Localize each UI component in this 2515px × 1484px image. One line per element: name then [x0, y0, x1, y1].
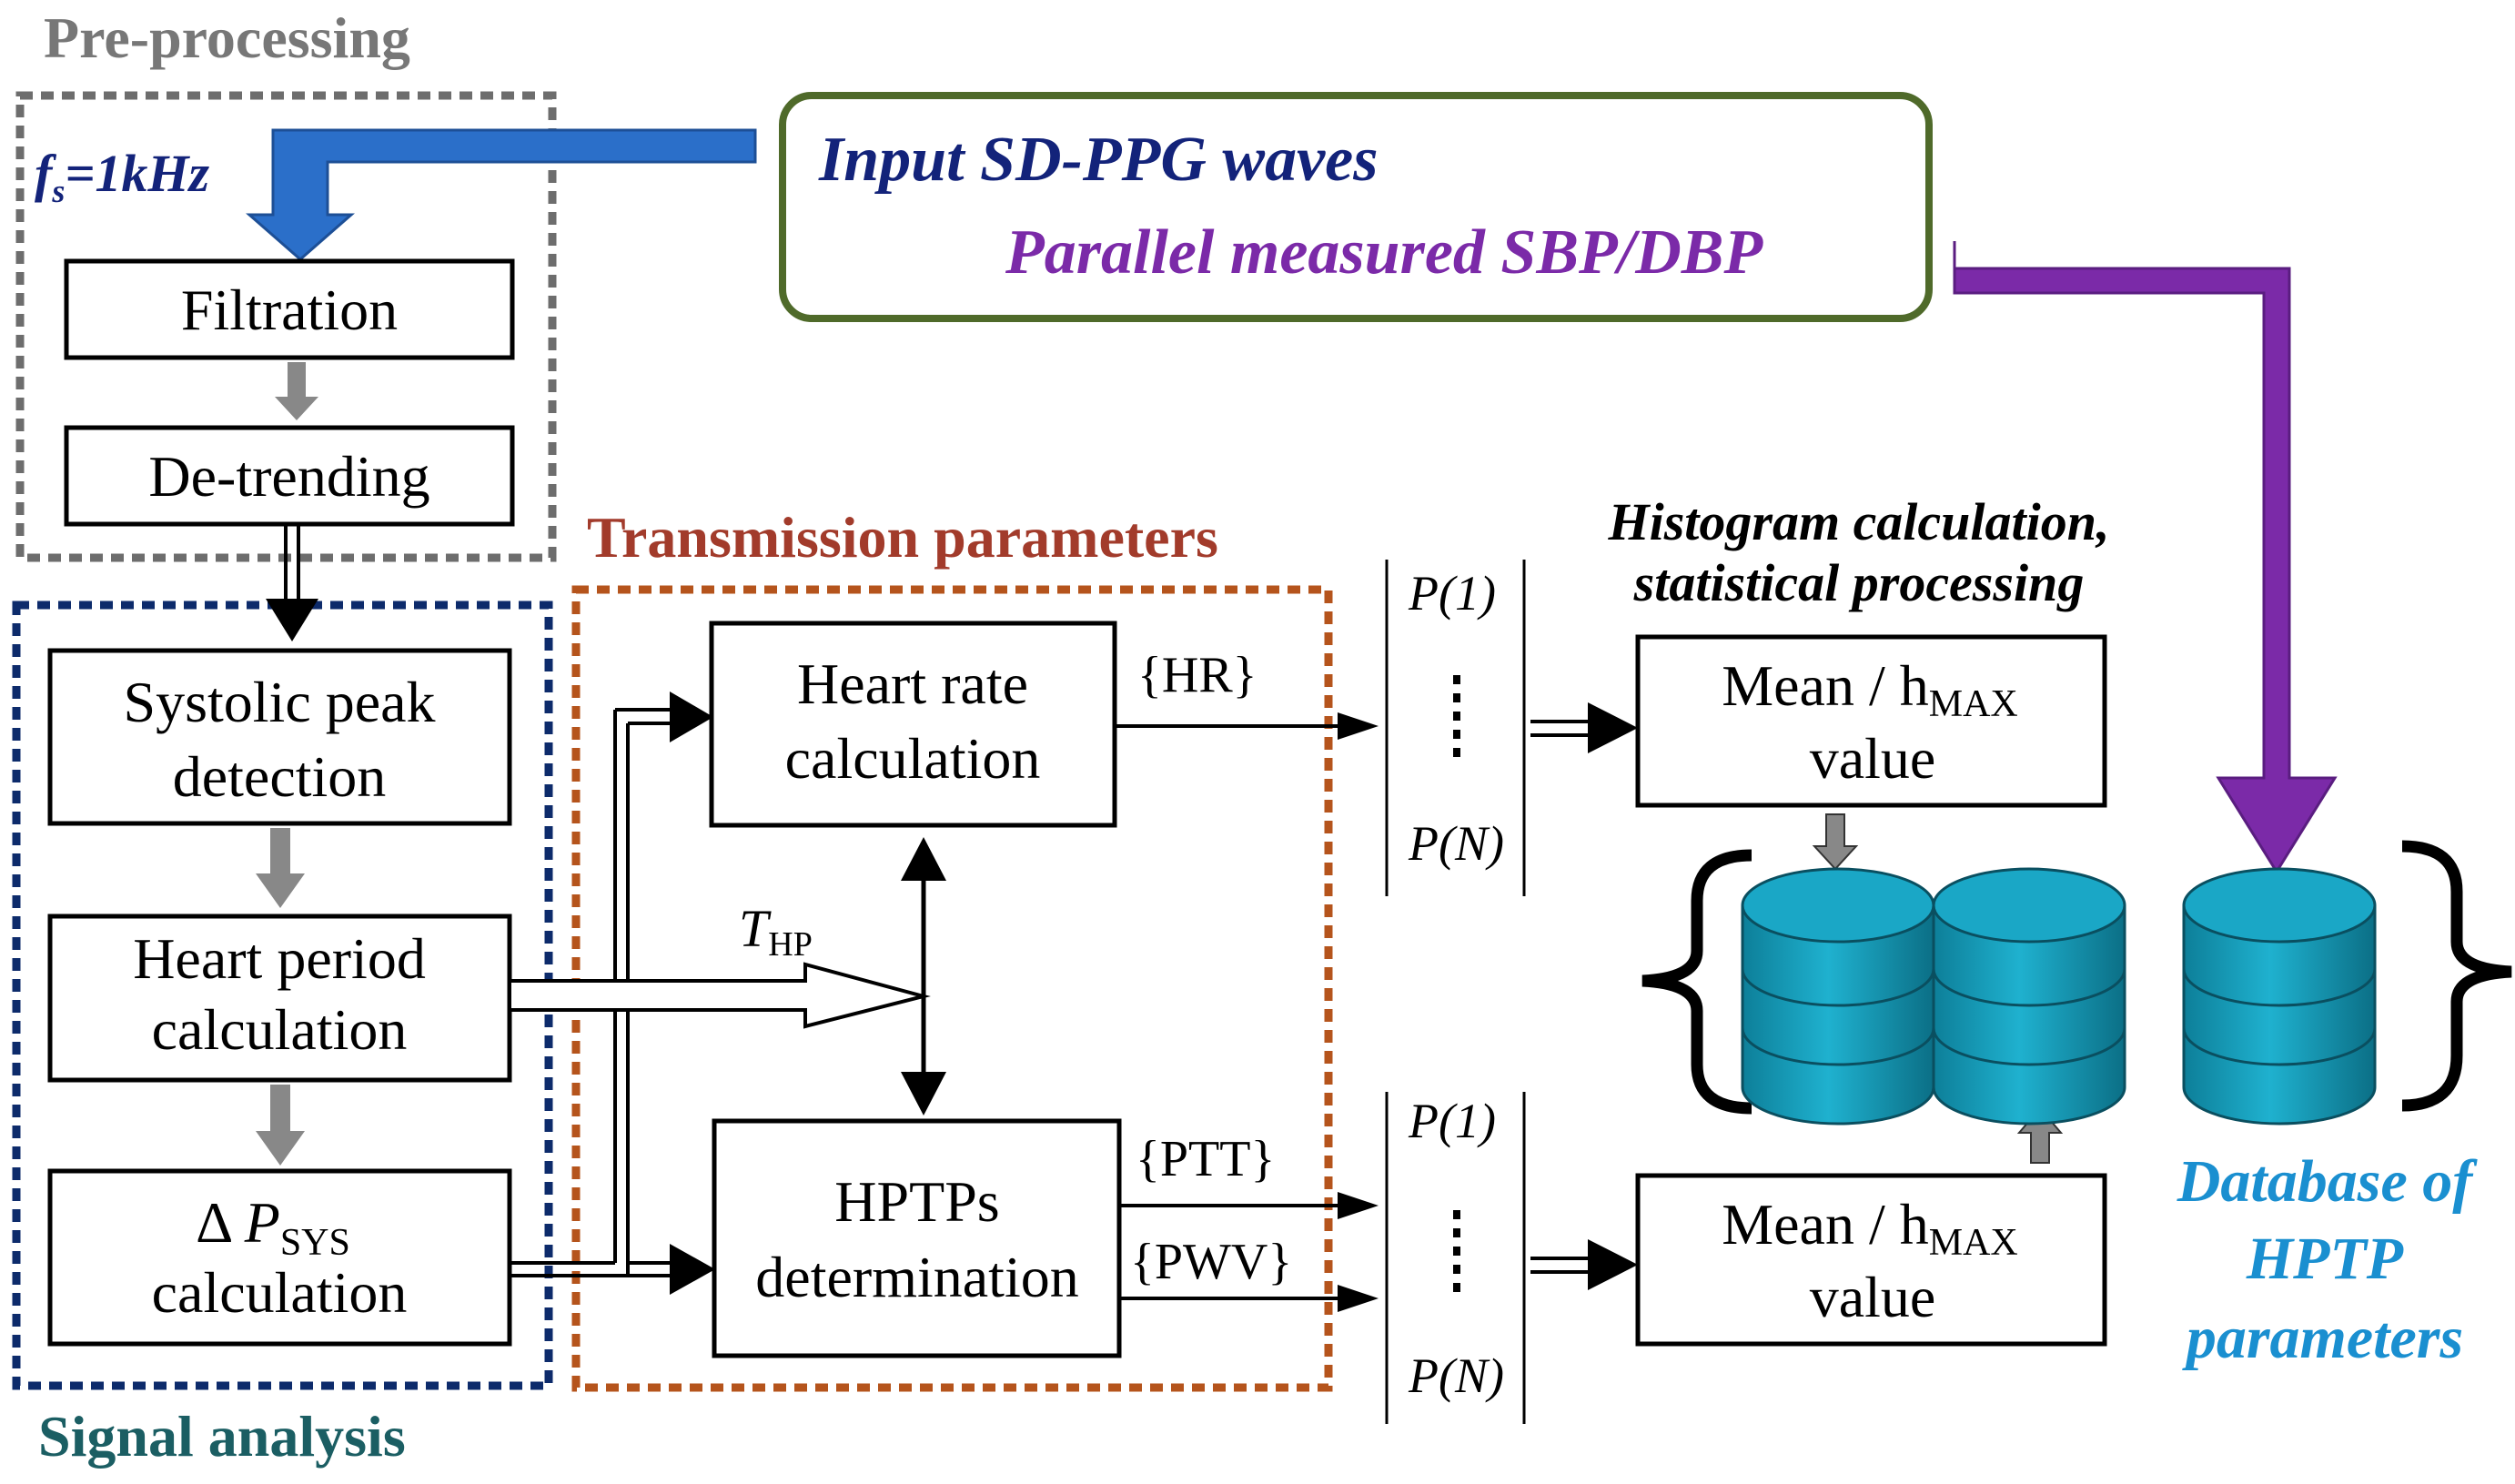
gray-arrow-2: [256, 828, 305, 908]
input-line-2: Parallel measured SBP/DBP: [1005, 217, 1763, 288]
systolic-label-2: detection: [173, 744, 387, 809]
mean-box-top: [1635, 634, 2107, 808]
mean-top-label-2: value: [1810, 726, 1936, 791]
hr-label-2: calculation: [785, 726, 1041, 791]
detrending-label: De-trending: [148, 444, 429, 509]
hptp-label-2: determination: [755, 1245, 1078, 1309]
signal-analysis-title: Signal analysis: [38, 1404, 406, 1469]
mean-bot-label-1: Mean / hMAX: [1722, 1192, 2018, 1264]
thp-label: THP: [739, 899, 813, 964]
database-label-3: parameters: [2182, 1305, 2463, 1371]
hr-label-1: Heart rate: [797, 651, 1028, 716]
database-label-1: Database of: [2177, 1148, 2478, 1215]
filtration-box: [64, 258, 515, 360]
dpsys-label-2: calculation: [152, 1260, 408, 1325]
right-brace: [2401, 840, 2512, 1112]
ellipsis-top: [1453, 675, 1460, 757]
ptt-set-label: {PTT}: [1136, 1131, 1275, 1187]
database-label-2: HPTP: [2246, 1226, 2404, 1292]
systolic-label-1: Systolic peak: [123, 670, 435, 734]
ellipsis-bottom: [1453, 1210, 1460, 1292]
arrowhead-to-hptp: [670, 1244, 715, 1295]
to-mean-bot-head: [1588, 1239, 1638, 1290]
gray-arrow-1: [275, 362, 318, 420]
pn-top-label: P(N): [1408, 816, 1504, 871]
sampling-frequency: fs=1kHz: [35, 144, 210, 209]
to-mean-top-head: [1588, 702, 1638, 753]
arrowhead-to-systolic: [266, 599, 318, 641]
thp-hollow-arrow: [511, 962, 931, 1029]
dpsys-box: [47, 1168, 512, 1347]
hr-set-label: {HR}: [1137, 647, 1258, 703]
dpsys-label-1: Δ PSYS: [196, 1190, 350, 1264]
input-blue-arrow: [246, 128, 757, 261]
preprocessing-title: Pre-processing: [44, 5, 410, 70]
bidir-up-head: [901, 837, 946, 881]
mean-bot-label-2: value: [1810, 1265, 1936, 1329]
database-cylinder-1: [1741, 867, 1935, 1126]
input-line-1: Input SD-PPG waves: [818, 125, 1378, 195]
histogram-label-2: statistical processing: [1633, 553, 2085, 612]
histogram-label-1: Histogram calculation,: [1607, 492, 2109, 551]
gray-arrow-mean-top: [1812, 813, 1859, 871]
hr-out-head: [1338, 712, 1379, 740]
p1-bot-label: P(1): [1408, 1094, 1496, 1148]
left-brace: [1641, 849, 1752, 1115]
pn-bot-label: P(N): [1408, 1348, 1504, 1403]
p1-top-label: P(1): [1408, 566, 1496, 621]
pwv-set-label: {PWV}: [1130, 1234, 1292, 1290]
heart-period-box: [47, 914, 512, 1083]
pwv-out-head: [1338, 1285, 1379, 1312]
arrowhead-to-hr: [670, 692, 713, 742]
mean-box-bottom: [1635, 1173, 2107, 1347]
input-box: [779, 92, 1933, 322]
ptt-out-head: [1338, 1192, 1379, 1219]
bidir-down-head: [901, 1072, 946, 1116]
heartperiod-label-1: Heart period: [133, 926, 426, 991]
transmission-title: Transmission parameters: [587, 505, 1218, 570]
mean-top-label-1: Mean / hMAX: [1722, 653, 2018, 725]
gray-arrow-3: [256, 1085, 305, 1166]
database-cylinder-3: [2182, 867, 2377, 1126]
heartperiod-label-2: calculation: [152, 997, 408, 1062]
hptp-box: [712, 1118, 1122, 1358]
hptp-label-1: HPTPs: [834, 1169, 999, 1234]
systolic-box: [47, 648, 512, 826]
database-cylinder-2: [1932, 867, 2126, 1126]
detrending-box: [64, 425, 515, 527]
filtration-label: Filtration: [181, 278, 398, 342]
